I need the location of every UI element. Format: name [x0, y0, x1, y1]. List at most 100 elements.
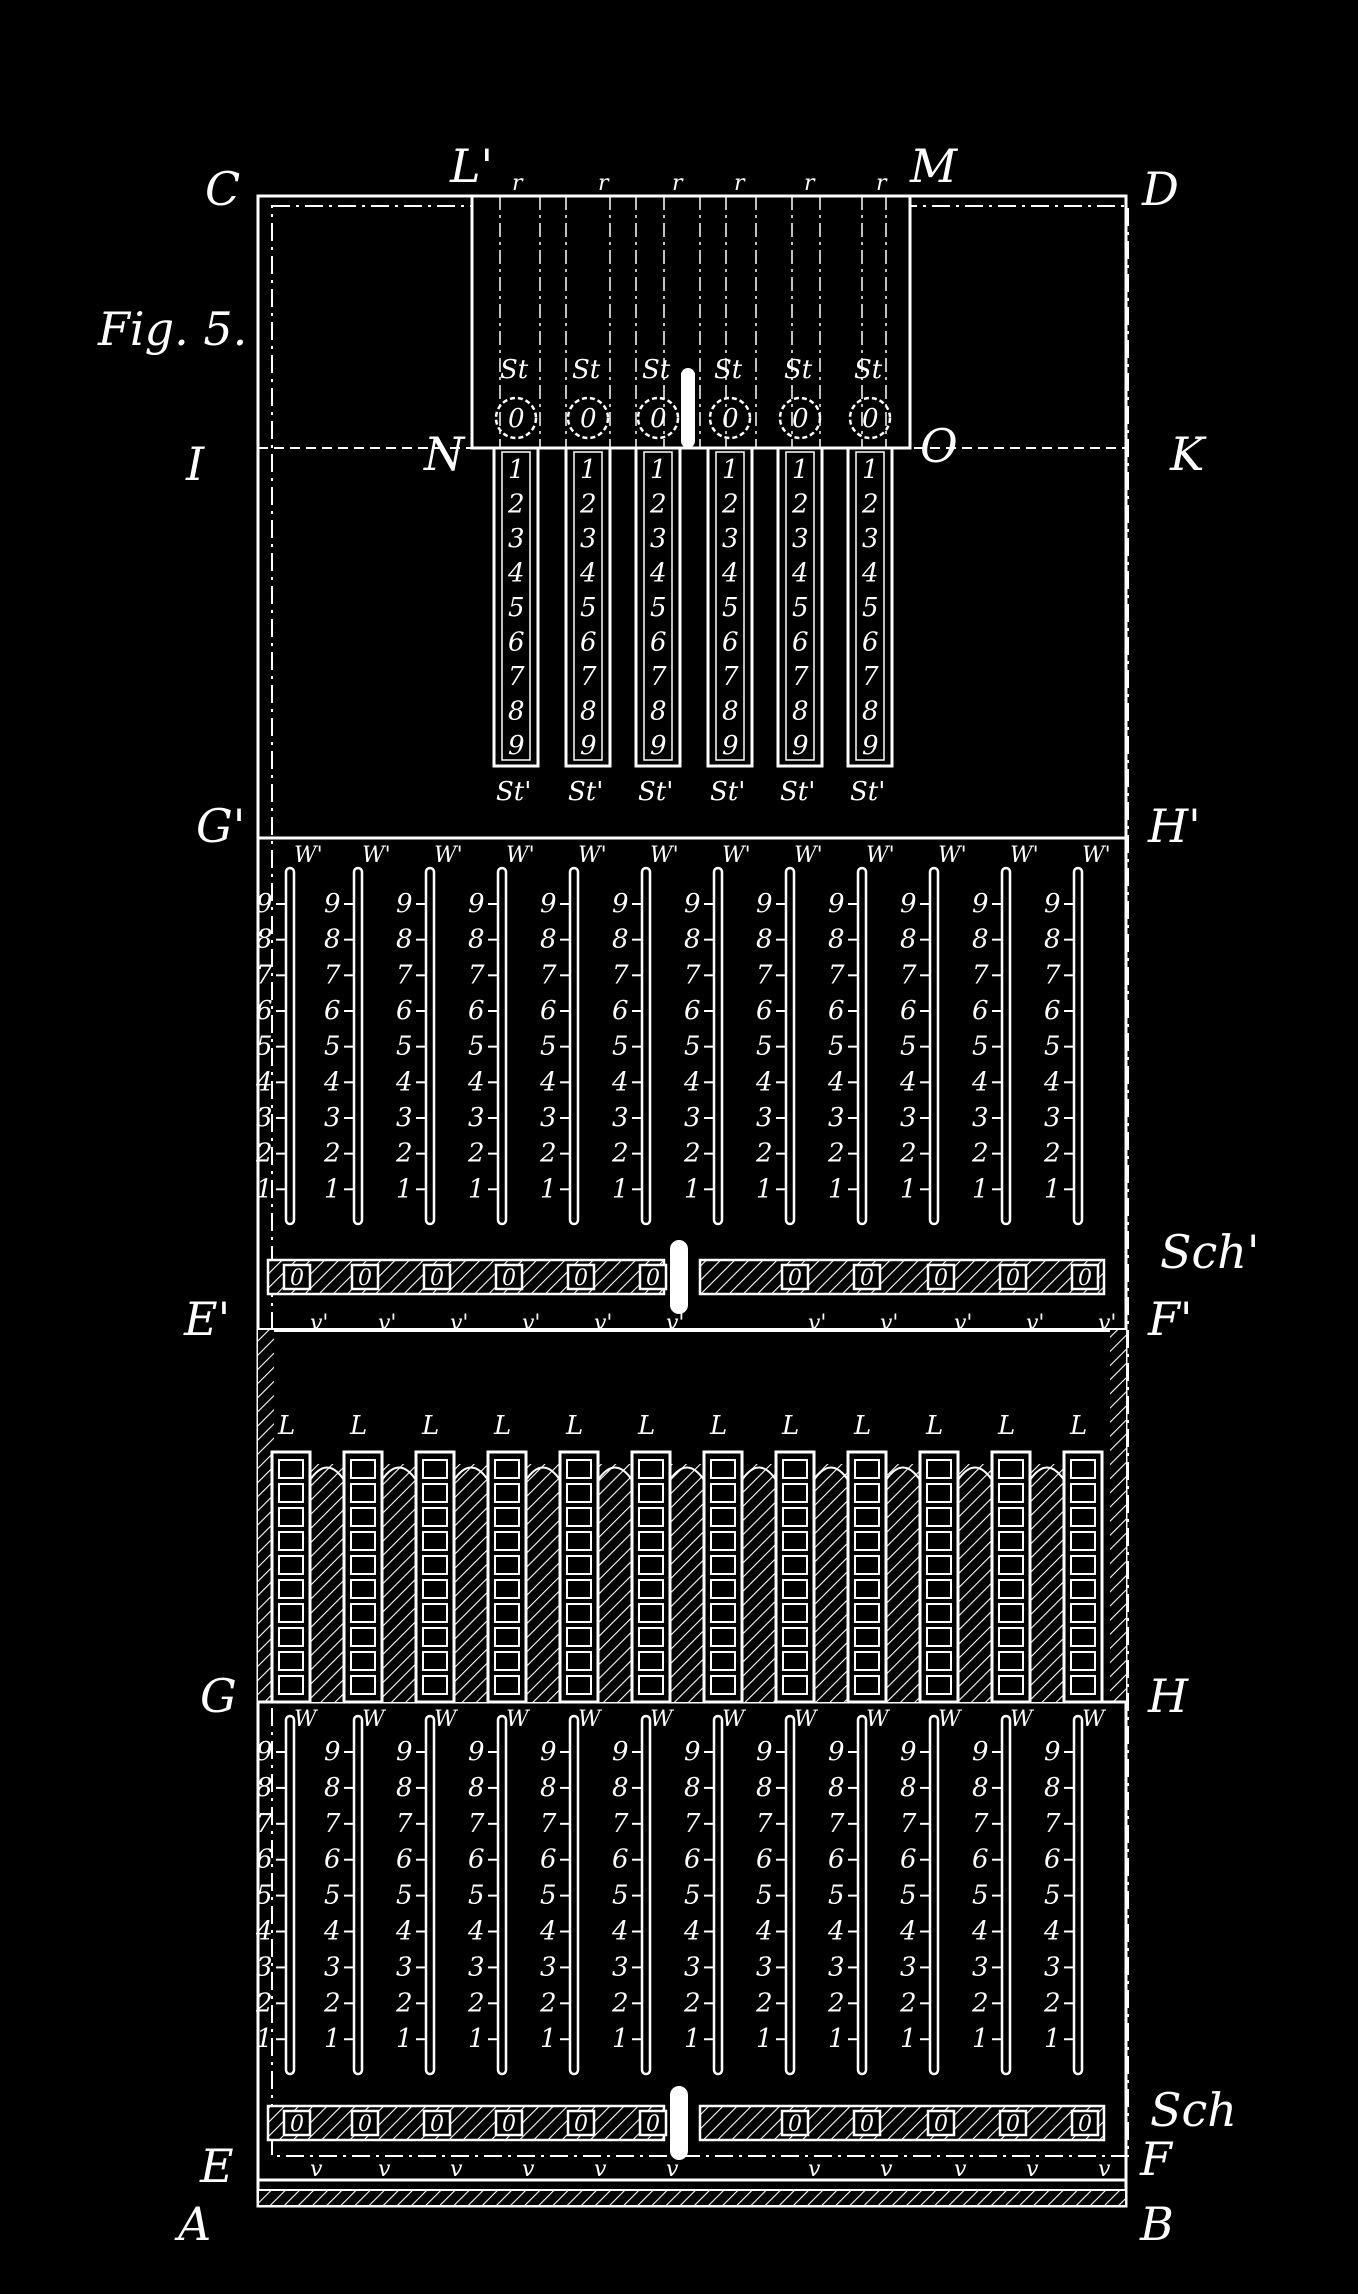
- scale-digit: 9: [900, 1737, 917, 1767]
- label-f-prime: F': [1147, 1292, 1193, 1346]
- v-label: v: [378, 2157, 391, 2182]
- scale-digit: 2: [827, 1139, 845, 1169]
- register-window: [350, 1263, 380, 1291]
- scale-digit: 8: [324, 1773, 341, 1803]
- scale-digit: 7: [684, 960, 701, 990]
- w-label: W': [434, 843, 463, 868]
- scale-digit: 5: [972, 1881, 989, 1911]
- gap-arc: [885, 1466, 921, 1481]
- w-label: W: [650, 1707, 675, 1732]
- l-cell: [494, 1579, 520, 1599]
- l-label: L: [709, 1411, 727, 1441]
- register-digit: 0: [860, 2112, 874, 2137]
- scale-digit: 1: [900, 2024, 917, 2054]
- hatched-side-left: [258, 1330, 274, 1702]
- v-label: v: [1098, 2157, 1111, 2182]
- register-digit: 0: [502, 1266, 516, 1291]
- slider-inner: [573, 451, 603, 761]
- slider-digit: 2: [507, 490, 525, 520]
- scale-digit: 7: [324, 960, 341, 990]
- register-digit: 0: [290, 1266, 304, 1291]
- slider-zero-circle: [494, 396, 538, 440]
- slider-digit: 9: [580, 731, 597, 761]
- scale-digit: 9: [540, 1737, 557, 1767]
- v-label: v': [522, 1311, 540, 1336]
- slider-bar: [564, 446, 612, 768]
- base-bar-a-b: [257, 2189, 1127, 2207]
- scale-digit: 3: [324, 1952, 341, 1982]
- slider-zero-circle: [848, 396, 892, 440]
- l-cell: [926, 1651, 952, 1671]
- scale-digit: 7: [828, 1809, 845, 1839]
- scale-digit: 4: [971, 1067, 989, 1097]
- scale-digit: 7: [756, 960, 773, 990]
- l-column: [918, 1450, 960, 1704]
- register-digit: 0: [1078, 1266, 1092, 1291]
- l-cell: [494, 1531, 520, 1551]
- slider-digit: 6: [722, 628, 739, 658]
- scale-digit: 8: [756, 1773, 773, 1803]
- l-cell: [566, 1555, 592, 1575]
- scale-digit: 3: [540, 1103, 557, 1133]
- v-label: v': [1098, 1311, 1116, 1336]
- gap-arc: [741, 1466, 777, 1481]
- scale-digit: 3: [612, 1952, 629, 1982]
- slider-digit: 6: [508, 628, 525, 658]
- scale-digit: 3: [468, 1103, 485, 1133]
- slider-digit: 4: [791, 559, 809, 589]
- slider-digit: 9: [862, 731, 879, 761]
- scale-digit: 1: [396, 2024, 413, 2054]
- l-cell: [350, 1459, 376, 1479]
- label-k: K: [1169, 427, 1207, 481]
- register-window: [998, 2109, 1028, 2137]
- scale-digit: 5: [900, 1881, 917, 1911]
- slider-digit: 1: [580, 455, 597, 485]
- register-digit: 0: [574, 1266, 588, 1291]
- slider-bottom-label: St': [638, 777, 673, 807]
- scale-digit: 8: [972, 925, 989, 955]
- scale-digit: 4: [255, 1067, 273, 1097]
- scale-digit: 5: [540, 1032, 557, 1062]
- l-cell: [998, 1627, 1024, 1647]
- slider-digit: 9: [722, 731, 739, 761]
- l-cell: [494, 1483, 520, 1503]
- slider-digit: 6: [650, 628, 667, 658]
- l-label: L: [853, 1411, 871, 1441]
- v-label: v: [310, 2157, 323, 2182]
- l-cell: [278, 1531, 304, 1551]
- scale-digit: 1: [612, 2024, 629, 2054]
- l-cell: [854, 1603, 880, 1623]
- scale-digit: 4: [323, 1917, 341, 1947]
- scale-digit: 5: [612, 1881, 629, 1911]
- l-cell: [782, 1507, 808, 1527]
- scale-digit: 9: [972, 1737, 989, 1767]
- scale-digit: 5: [324, 1881, 341, 1911]
- slider-digit: 8: [792, 697, 809, 727]
- l-cell: [494, 1555, 520, 1575]
- scale-digit: 9: [396, 889, 413, 919]
- scale-digit: 1: [540, 1174, 557, 1204]
- scale-digit: 3: [900, 1103, 917, 1133]
- scale-digit: 7: [540, 960, 557, 990]
- v-label: v': [666, 1311, 684, 1336]
- l-cell: [926, 1675, 952, 1695]
- scale-digit: 7: [900, 1809, 917, 1839]
- slider-digit: 0: [792, 404, 809, 434]
- register-window: [566, 2109, 596, 2137]
- scale-digit: 8: [540, 925, 557, 955]
- slider-top-label: St: [784, 355, 813, 385]
- l-cell: [566, 1651, 592, 1671]
- scale-digit: 6: [828, 1845, 845, 1875]
- l-cell: [1070, 1651, 1096, 1671]
- scale-digit: 6: [828, 996, 845, 1026]
- label-o: O: [920, 419, 958, 473]
- slider-digit: 5: [508, 593, 525, 623]
- l-column: [846, 1450, 888, 1704]
- l-label: L: [637, 1411, 655, 1441]
- w-label: W': [506, 843, 535, 868]
- scale-digit: 7: [1044, 960, 1061, 990]
- slider-bottom-label: St': [780, 777, 815, 807]
- l-cell: [854, 1507, 880, 1527]
- l-cell: [494, 1603, 520, 1623]
- l-cell: [854, 1555, 880, 1575]
